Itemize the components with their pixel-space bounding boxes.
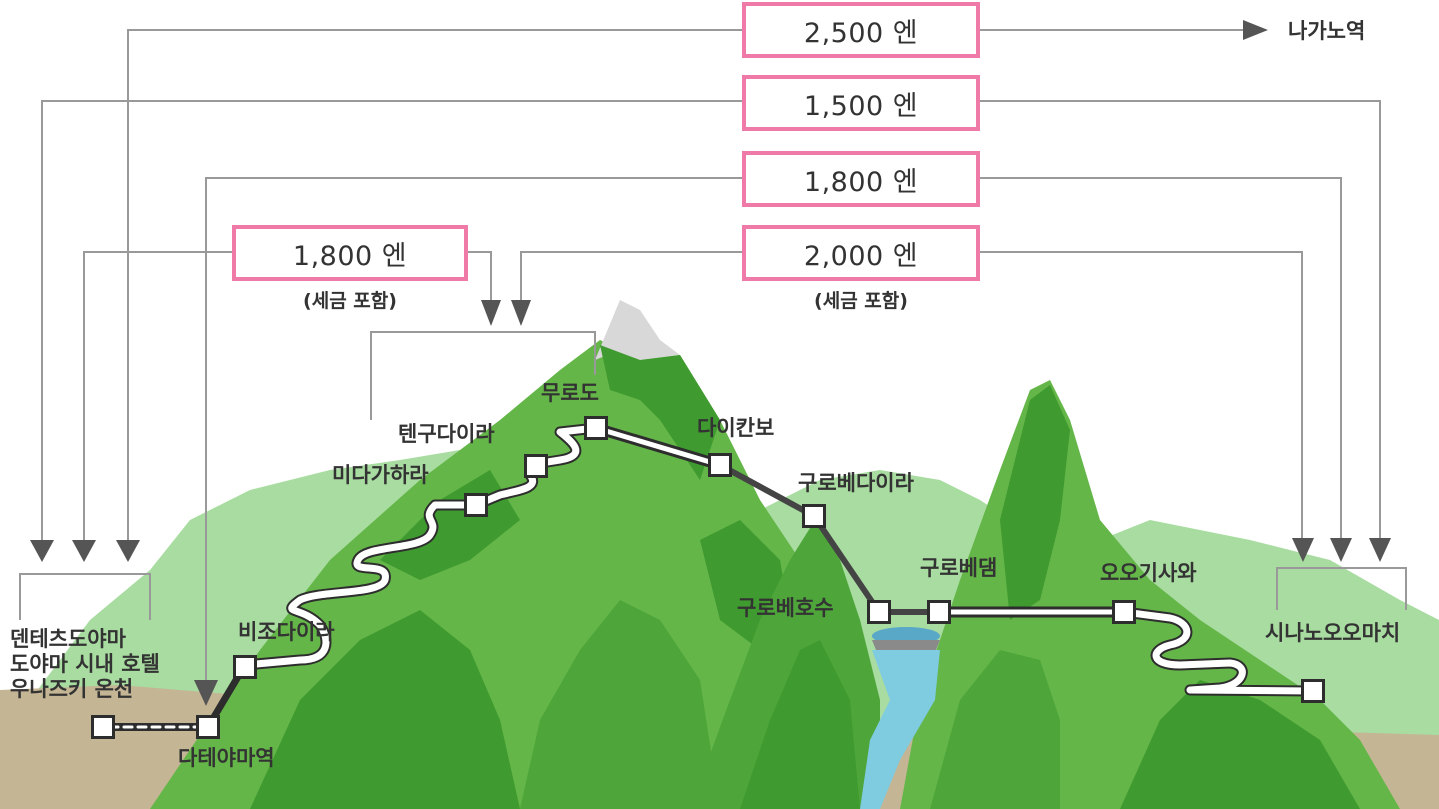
station-label-tengudaira[interactable]: 텐구다이라 — [398, 422, 495, 446]
station-marker-dentetsu[interactable] — [91, 715, 115, 739]
arrow-icon — [1292, 538, 1314, 562]
station-label-kurobedam[interactable]: 구로베댐 — [920, 556, 998, 580]
tax-note: (세금 포함) — [303, 290, 397, 312]
station-marker-daikanbo[interactable] — [708, 453, 732, 477]
fare-box-2000-tax: 2,000 엔 — [742, 225, 980, 281]
station-label-line: 덴테츠도야마 — [10, 627, 126, 651]
arrow-icon — [194, 680, 218, 706]
fare-amount: 2,500 엔 — [803, 17, 919, 49]
fare-lines — [19, 29, 1407, 680]
arrow-icon — [481, 300, 501, 326]
arrow-icon — [511, 300, 531, 326]
station-marker-tengudaira[interactable] — [524, 454, 548, 478]
station-marker-shinano[interactable] — [1301, 679, 1325, 703]
arrow-icon — [72, 540, 96, 562]
destination-nagano[interactable]: 나가노역 — [1288, 19, 1366, 43]
arrow-icon — [1369, 538, 1391, 562]
station-marker-tateyama[interactable] — [196, 715, 220, 739]
fare-box-2500: 2,500 엔 — [742, 2, 980, 58]
station-label-bijodaira[interactable]: 비조다이라 — [238, 620, 335, 644]
arrow-icon — [1330, 538, 1352, 562]
station-label-daikanbo[interactable]: 다이칸보 — [697, 416, 775, 440]
station-label-kurobedaira[interactable]: 구로베다이라 — [798, 471, 914, 495]
station-marker-ogisawa[interactable] — [1112, 600, 1136, 624]
station-label-kurobeko[interactable]: 구로베호수 — [737, 596, 834, 620]
station-marker-midagahara[interactable] — [464, 493, 488, 517]
station-marker-bijodaira[interactable] — [233, 655, 257, 679]
fare-box-1500: 1,500 엔 — [742, 75, 980, 131]
fare-amount: 2,000 엔 — [803, 240, 919, 272]
kurobe-lake — [860, 627, 940, 809]
fare-amount: 1,800 엔 — [803, 166, 919, 198]
station-label-tateyama[interactable]: 다테야마역 — [178, 746, 275, 770]
fare-amount: 1,500 엔 — [803, 90, 919, 122]
station-marker-kurobeko[interactable] — [867, 600, 891, 624]
middle-mountain — [690, 520, 880, 809]
fare-box-1800: 1,800 엔 — [742, 151, 980, 207]
station-label-midagahara[interactable]: 미다가하라 — [332, 463, 429, 487]
station-marker-murodo[interactable] — [584, 416, 608, 440]
station-label-ogisawa[interactable]: 오오기사와 — [1100, 561, 1197, 585]
station-label-line: 우나즈키 온천 — [10, 677, 134, 702]
fare-box-1800-tax: 1,800 엔 — [232, 225, 468, 281]
arrow-icon — [30, 540, 54, 562]
station-marker-kurobedam[interactable] — [927, 600, 951, 624]
arrowheads — [30, 20, 1391, 706]
station-label-dentetsu[interactable]: 덴테츠도야마 도야마 시내 호텔 우나즈키 온천 — [10, 627, 160, 703]
station-label-murodo[interactable]: 무로도 — [541, 381, 599, 405]
arrow-icon — [116, 540, 140, 562]
station-label-line: 도야마 시내 호텔 — [10, 652, 160, 677]
arrow-icon — [1243, 20, 1268, 40]
station-marker-kurobedaira[interactable] — [802, 504, 826, 528]
right-mountain — [900, 380, 1400, 809]
fare-amount: 1,800 엔 — [292, 240, 408, 272]
station-label-shinano[interactable]: 시나노오오마치 — [1265, 621, 1401, 645]
tax-note: (세금 포함) — [814, 290, 908, 312]
